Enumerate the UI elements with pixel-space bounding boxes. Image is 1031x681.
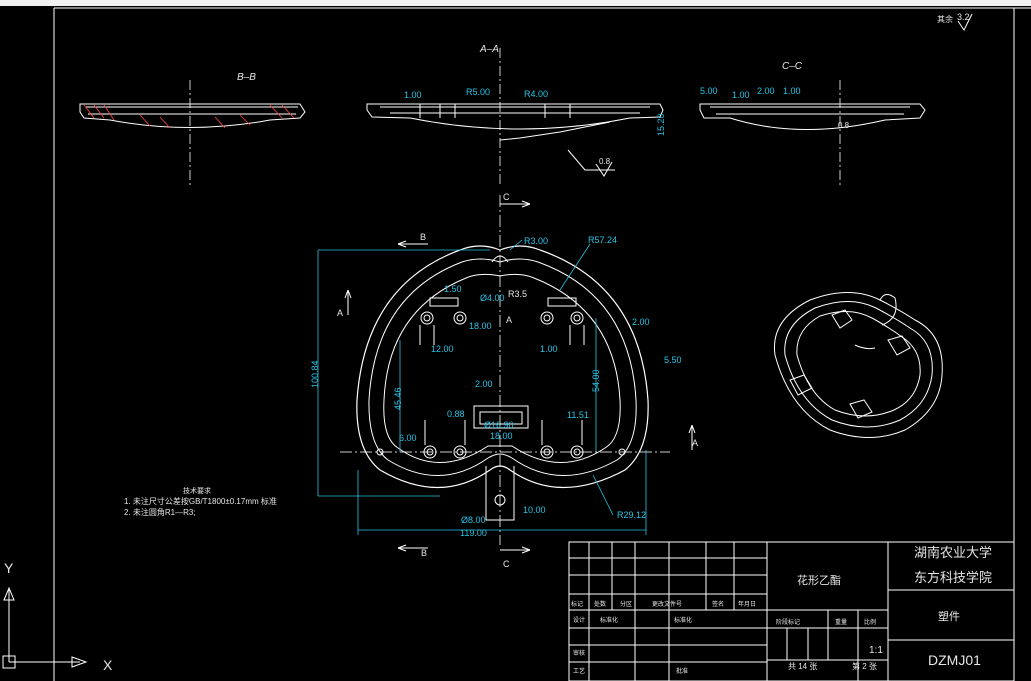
- row-review: 审核: [573, 649, 585, 657]
- dim-d8: Ø8.00: [461, 515, 486, 525]
- drawing-number: DZMJ01: [928, 652, 981, 668]
- row-stage: 阶段标记: [776, 618, 800, 626]
- dim-aa-rough: 0.8: [599, 157, 611, 166]
- title-block: [568, 541, 1015, 681]
- dim-12: 12.00: [431, 344, 454, 354]
- dim-cc-1b: 1.00: [783, 86, 801, 96]
- row-scale: 比例: [864, 618, 876, 626]
- hdr-change: 更改文件号: [652, 600, 682, 608]
- marker-a-right: A: [692, 438, 698, 448]
- row-weight: 重量: [835, 618, 847, 626]
- dim-18b: 18.00: [490, 431, 513, 441]
- surface-finish-label: 其余: [937, 14, 953, 24]
- tech-notes-title: 技术要求: [183, 486, 211, 495]
- tech-notes: 技术要求 1. 未注尺寸公差按GB/T1800±0.17mm 标准 2. 未注圆…: [124, 486, 277, 517]
- surface-finish-symbol: 其余 3.2: [937, 12, 973, 31]
- dim-119: 119.00: [460, 528, 487, 538]
- part-name: 花形乙酯: [797, 574, 841, 587]
- marker-a-left: A: [337, 308, 343, 318]
- dim-aa-r5: R5.00: [466, 87, 490, 97]
- sheet-number: 第 2 张: [852, 661, 877, 671]
- dim-r57: R57.24: [588, 235, 617, 245]
- dim-aa-15: 15.20: [656, 113, 666, 136]
- dim-aa-1: 1.00: [404, 90, 422, 100]
- hdr-count: 处数: [594, 600, 606, 608]
- row-design: 设计: [573, 616, 585, 624]
- marker-c-top: C: [503, 192, 510, 202]
- row-approve: 批准: [676, 667, 688, 675]
- dim-1-5: 1.50: [444, 284, 462, 294]
- ucs-x-label: X: [103, 657, 113, 673]
- dim-1: 1.00: [540, 344, 558, 354]
- section-cc-label: C–C: [782, 61, 803, 72]
- dim-0-88: 0.88: [447, 409, 465, 419]
- dim-aa-r4: R4.00: [524, 89, 548, 99]
- dim-2a: 2.00: [475, 379, 493, 389]
- ucs-y-label: Y: [4, 560, 14, 576]
- section-view-bb: B–B: [79, 72, 306, 185]
- dim-45: 45.46: [393, 387, 403, 410]
- isometric-view: [773, 292, 943, 438]
- dim-100: 100.84: [310, 360, 320, 388]
- viewport-top-bar: [0, 0, 1031, 6]
- dim-54: 54.00: [591, 369, 601, 392]
- hdr-date: 年月日: [738, 600, 756, 608]
- school-line1: 湖南农业大学: [914, 545, 992, 560]
- marker-b-bottom: B: [421, 548, 427, 558]
- dim-r3: R3.00: [524, 236, 548, 246]
- dim-18a: 18.00: [469, 321, 492, 331]
- sheets-total: 共 14 张: [788, 662, 817, 671]
- dim-cc-1a: 1.00: [732, 90, 750, 100]
- section-bb-label: B–B: [237, 72, 256, 83]
- dim-2b: 2.00: [632, 317, 650, 327]
- surface-finish-value: 3.2: [957, 12, 970, 22]
- marker-a-mid: A: [506, 315, 512, 325]
- tech-notes-line2: 2. 未注圆角R1—R3;: [124, 507, 196, 517]
- dim-cc-5: 5.00: [700, 86, 718, 96]
- material-label: 塑件: [938, 609, 960, 623]
- dim-cc-rough: 0.8: [838, 121, 850, 130]
- row-standard: 标准化: [600, 616, 618, 624]
- dim-d4: Ø4.00: [480, 293, 505, 303]
- dim-r29: R29.12: [617, 510, 646, 520]
- section-aa-label: A–A: [479, 44, 499, 55]
- section-view-aa: A–A 1.00 R5.00 R4.00 15.20 0.8: [366, 44, 666, 185]
- scale-value: 1:1: [869, 645, 883, 656]
- school-line2: 东方科技学院: [914, 570, 992, 585]
- dim-cc-2: 2.00: [757, 86, 775, 96]
- dim-6: 6.00: [399, 433, 417, 443]
- dim-11-51: 11.51: [567, 410, 589, 420]
- row-process: 工艺: [573, 667, 585, 675]
- hdr-zone: 分区: [620, 600, 632, 608]
- dim-5-5: 5.50: [664, 355, 682, 365]
- marker-c-bottom: C: [503, 559, 510, 569]
- dim-10: 10.00: [523, 505, 546, 515]
- plan-view: B C R3.00 R57.24 A 100.84 45.46 6.00 1.5…: [310, 192, 698, 569]
- hdr-mark: 标记: [571, 600, 583, 608]
- ucs-icon: [2, 586, 88, 669]
- hdr-sign: 签名: [712, 600, 724, 608]
- marker-b-top: B: [420, 232, 426, 242]
- title-block-text: 花形乙酯 湖南农业大学 东方科技学院 塑件 DZMJ01 1:1 共 14 张 …: [571, 545, 992, 675]
- section-view-cc: C–C 5.00 1.00 2.00 1.00 0.8: [699, 61, 926, 185]
- tech-notes-line1: 1. 未注尺寸公差按GB/T1800±0.17mm 标准: [124, 496, 277, 506]
- row-standard-2: 标准化: [674, 616, 692, 624]
- dim-r3-5: R3.5: [508, 289, 527, 299]
- dim-d16: Ø16.90: [484, 420, 514, 430]
